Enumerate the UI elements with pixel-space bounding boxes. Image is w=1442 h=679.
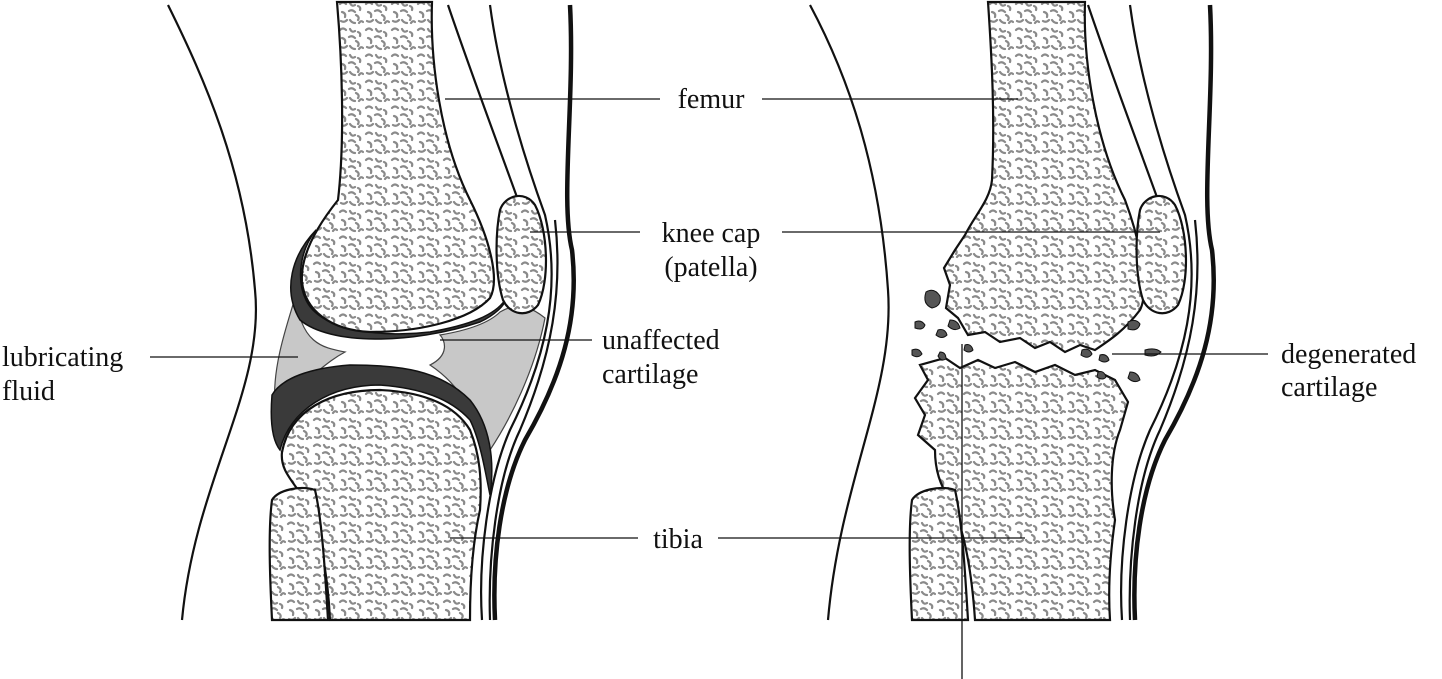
label-unaffected: unaffected [602,325,720,356]
label-fluid: fluid [2,376,55,407]
fragment [947,319,961,331]
right-leg-front-outline [1132,4,1216,621]
label-knee-cap: knee cap [662,218,761,249]
left-leg-back-outline [167,4,258,621]
fragment [1098,354,1110,363]
label-unaffected-cartilage: cartilage [602,359,698,390]
cartilage-fragments [911,289,1162,383]
left-leg-front-outline [492,4,576,621]
right-tendon-line-1 [1120,4,1193,621]
fragment [937,351,947,361]
right-femur [942,0,1146,354]
fragment [1127,371,1141,383]
right-tendon-line-3 [1128,219,1199,621]
fragment [914,320,926,330]
fragment [924,289,941,309]
leader-lines [150,98,1268,679]
right-leg-back-outline [809,4,890,621]
label-lubricating: lubricating [2,342,123,373]
left-fibula [268,486,330,622]
labels: femur knee cap (patella) lubricating flu… [2,84,1416,555]
femur [300,0,496,334]
label-patella: (patella) [664,252,757,283]
left-tibia-cartilage [270,364,493,496]
left-patella [495,194,548,315]
fragment [1096,371,1107,380]
arthritic-knee [809,0,1216,622]
left-tendon-line-1 [480,4,553,621]
left-tendon-line-3 [488,219,559,621]
right-fibula [908,486,970,622]
fragment [935,329,948,338]
right-tendon-line-2 [1086,4,1160,201]
left-tendon-line-2 [446,4,520,201]
right-patella [1135,194,1188,315]
label-femur: femur [678,84,746,115]
label-degenerated: degenerated [1281,339,1416,370]
label-degenerated-cartilage: cartilage [1281,372,1377,403]
fragment [911,348,923,358]
fragment [1080,348,1093,358]
healthy-knee [167,0,576,622]
fragment [1127,319,1141,331]
label-tibia: tibia [653,524,703,555]
fragment [1144,348,1162,357]
fragment [963,344,974,353]
